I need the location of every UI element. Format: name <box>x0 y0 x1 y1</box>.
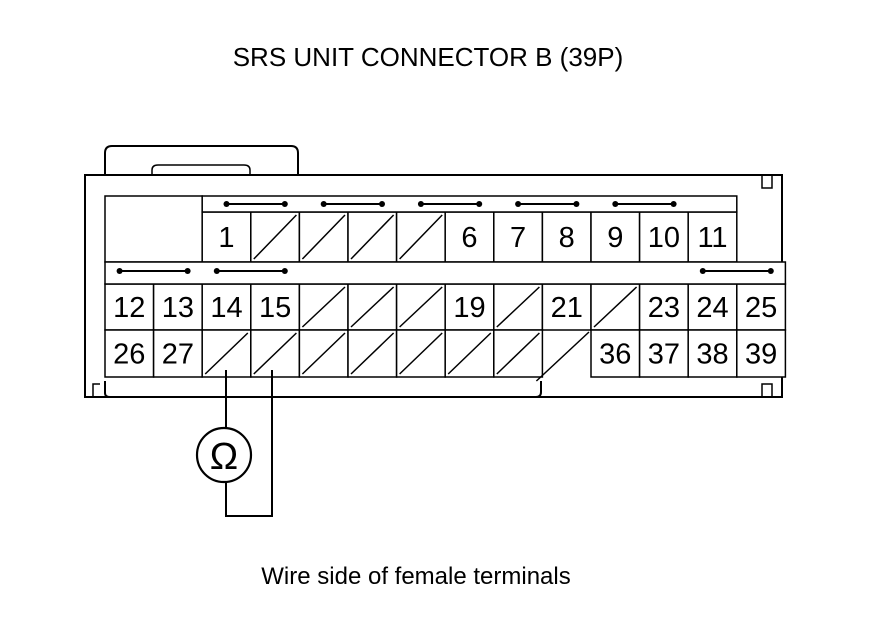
terminal-cell <box>152 283 203 331</box>
terminal-cell <box>736 283 787 331</box>
unused-slash <box>204 332 249 375</box>
bar-end-dot <box>670 201 677 207</box>
terminal-cell <box>638 329 689 378</box>
bar-end-dot <box>379 201 386 207</box>
key-notch-left <box>92 383 100 397</box>
pin-number: 11 <box>697 222 727 254</box>
unused-slash <box>301 332 346 375</box>
pin-number: 24 <box>696 292 728 324</box>
bar-end-dot <box>281 268 288 274</box>
pin-number: 23 <box>648 292 680 324</box>
terminal-cell <box>687 329 738 378</box>
terminal-cell <box>250 283 301 331</box>
diagram-title: SRS UNIT CONNECTOR B (39P) <box>233 42 624 72</box>
unused-slash <box>399 214 443 260</box>
bar-end-dot <box>612 201 619 207</box>
pin-number: 21 <box>551 292 583 324</box>
pin-number: 26 <box>113 339 145 371</box>
bar-end-dot <box>213 268 220 274</box>
unused-slash <box>253 214 297 260</box>
pin-number: 14 <box>210 292 242 324</box>
unused-slash <box>350 214 395 260</box>
bar-end-dot <box>223 201 230 207</box>
pin-number: 10 <box>648 222 680 254</box>
pin-number: 38 <box>696 339 728 371</box>
pin-number: 12 <box>113 292 145 324</box>
unused-slash <box>350 332 395 375</box>
pin-number: 13 <box>162 292 194 324</box>
unused-slash <box>593 286 638 328</box>
unused-slash <box>301 286 346 328</box>
ohmmeter: Ω <box>195 370 273 517</box>
pin-number: 7 <box>510 222 526 254</box>
bar-end-dot <box>699 268 706 274</box>
pin-number: 9 <box>607 222 623 254</box>
unused-slash <box>496 332 540 375</box>
pin-number: 19 <box>453 292 485 324</box>
mid-band <box>104 261 787 285</box>
key-notch-top <box>761 175 773 189</box>
pin-number: 8 <box>559 222 575 254</box>
bar-end-dot <box>320 201 327 207</box>
shorting-bars <box>116 201 774 274</box>
key-notch-bottom <box>761 383 773 397</box>
pin-number: 39 <box>745 339 777 371</box>
unused-slash <box>253 332 297 375</box>
pin-number: 1 <box>218 222 234 254</box>
unused-slash <box>399 332 443 375</box>
terminal-cell <box>687 211 738 263</box>
bar-end-dot <box>116 268 123 274</box>
terminal-cell <box>104 329 155 378</box>
bar-end-dot <box>515 201 522 207</box>
pin-number: 36 <box>599 339 631 371</box>
blank-block <box>104 195 203 263</box>
housing-skirt <box>104 381 542 398</box>
latch-tab <box>104 145 299 175</box>
bar-end-dot <box>476 201 483 207</box>
latch-slot <box>151 164 251 175</box>
pin-number: 25 <box>745 292 777 324</box>
pin-number: 6 <box>461 222 477 254</box>
bar-end-dot <box>767 268 774 274</box>
unused-slash <box>447 332 492 375</box>
bar-end-dot <box>281 201 288 207</box>
unused-slash <box>301 214 346 260</box>
bar-end-dot <box>573 201 580 207</box>
terminal-cell <box>736 329 787 378</box>
diagram-subtitle: Wire side of female terminals <box>261 563 570 590</box>
pin-number: 15 <box>259 292 291 324</box>
bar-end-dot <box>184 268 191 274</box>
unused-slash <box>535 331 590 382</box>
bar-end-dot <box>417 201 424 207</box>
terminal-cell <box>541 283 592 331</box>
pin-number: 27 <box>162 339 194 371</box>
unused-slash <box>399 286 443 328</box>
unused-slash <box>496 286 540 328</box>
ohmmeter-icon <box>195 426 253 484</box>
pin-number: 37 <box>648 339 680 371</box>
ohm-symbol: Ω <box>210 436 238 478</box>
unused-slash <box>350 286 395 328</box>
terminal-cell <box>638 211 689 263</box>
